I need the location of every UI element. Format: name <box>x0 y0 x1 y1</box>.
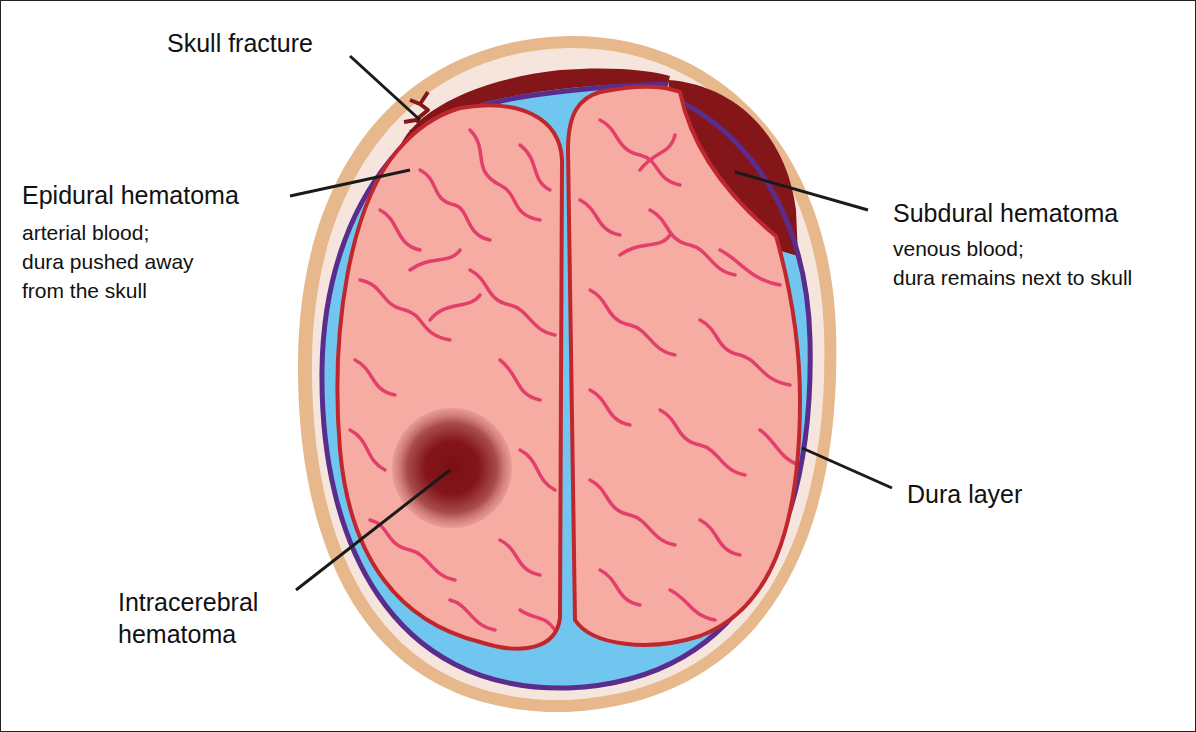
scalp <box>298 36 836 712</box>
gyri-right <box>580 120 800 620</box>
label-line: venous blood; <box>893 234 1132 263</box>
label-holder: venous blood; dura remains next to skull <box>893 234 1132 292</box>
label-holder: Skull fracture <box>167 28 313 58</box>
label-text: arterial blood; dura pushed away from th… <box>22 218 194 305</box>
label-line: Intracerebral <box>118 586 258 618</box>
label-text: Intracerebral hematoma <box>118 586 258 650</box>
label-line: from the skull <box>22 276 194 305</box>
label-line: arterial blood; <box>22 218 194 247</box>
label-text: Epidural hematoma <box>22 180 239 210</box>
leader-line <box>735 172 868 210</box>
gyri-left <box>350 130 555 630</box>
left-hemisphere <box>337 105 562 648</box>
leader-line <box>290 170 410 196</box>
label-holder: Dura layer <box>907 479 1022 509</box>
label-holder: Intracerebral hematoma <box>118 586 258 650</box>
leader-line <box>350 56 420 120</box>
label-line: dura pushed away <box>22 247 194 276</box>
label-text: venous blood; dura remains next to skull <box>893 234 1132 292</box>
leader-line <box>802 448 892 488</box>
dura-layer <box>322 76 810 688</box>
label-line: Subdural hematoma <box>893 198 1118 228</box>
csf-space <box>322 76 810 688</box>
leader-lines <box>290 56 892 590</box>
label-holder: arterial blood; dura pushed away from th… <box>22 218 194 305</box>
label-text: Subdural hematoma <box>893 198 1118 228</box>
label-holder: Epidural hematoma <box>22 180 239 210</box>
left-hemisphere-outline <box>337 105 562 648</box>
label-holder: Subdural hematoma <box>893 198 1118 228</box>
label-line: dura remains next to skull <box>893 263 1132 292</box>
label-text: Dura layer <box>907 479 1022 509</box>
intracerebral-hematoma <box>392 408 512 528</box>
skull <box>312 48 824 700</box>
label-line: hematoma <box>118 618 258 650</box>
right-hemisphere <box>568 87 800 645</box>
leader-line <box>296 470 450 590</box>
label-line: Epidural hematoma <box>22 180 239 210</box>
label-text: Skull fracture <box>167 28 313 58</box>
label-line: Dura layer <box>907 479 1022 509</box>
right-hemisphere-outline <box>568 87 800 645</box>
label-line: Skull fracture <box>167 28 313 58</box>
